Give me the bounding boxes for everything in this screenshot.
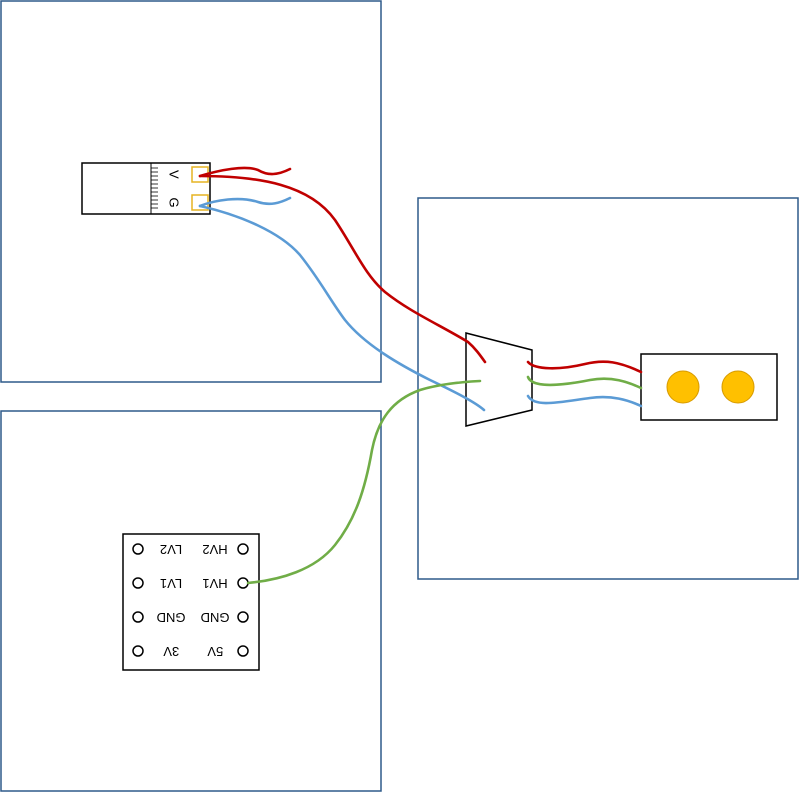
level-shifter-board: HV2 HV1 GND 5V LV2 LV1 GND 3V [122, 533, 260, 671]
label-gnd-lv: GND [157, 610, 186, 625]
red-wire-power [198, 174, 487, 364]
green-wire-data [246, 379, 482, 585]
led-2 [721, 370, 755, 404]
label-hv1: HV1 [202, 576, 227, 591]
red-wire-strip [526, 360, 643, 374]
led-strip-body [640, 353, 778, 421]
blue-wire-ground [198, 204, 486, 412]
usb-module-ticks [151, 167, 158, 209]
pin-lv2 [132, 543, 144, 555]
pin-lv1 [132, 577, 144, 589]
right-panel [417, 197, 799, 580]
pin-3v [132, 645, 144, 657]
usb-module-body [81, 162, 211, 215]
usb-power-module: V G [81, 162, 211, 215]
connector-plug [465, 332, 533, 427]
label-3v: 3V [163, 644, 179, 659]
led-strip [640, 353, 778, 421]
label-hv2: HV2 [202, 542, 227, 557]
pin-hv1 [237, 577, 249, 589]
bottom-left-panel [0, 410, 382, 792]
label-gnd-hv: GND [201, 610, 230, 625]
top-left-panel [0, 0, 382, 383]
label-lv1: LV1 [160, 576, 182, 591]
v-label: V [167, 170, 182, 179]
pin-5v [237, 645, 249, 657]
led-1 [666, 370, 700, 404]
g-label: G [167, 197, 182, 207]
pin-gnd-lv [132, 611, 144, 623]
pin-hv2 [237, 543, 249, 555]
green-wire-strip [526, 375, 643, 390]
blue-wire-stub [198, 196, 292, 208]
label-5v: 5V [207, 644, 223, 659]
red-wire-stub [198, 166, 292, 178]
label-lv2: LV2 [160, 542, 182, 557]
pin-gnd-hv [237, 611, 249, 623]
blue-wire-strip [526, 394, 643, 408]
level-shifter-body [122, 533, 260, 671]
